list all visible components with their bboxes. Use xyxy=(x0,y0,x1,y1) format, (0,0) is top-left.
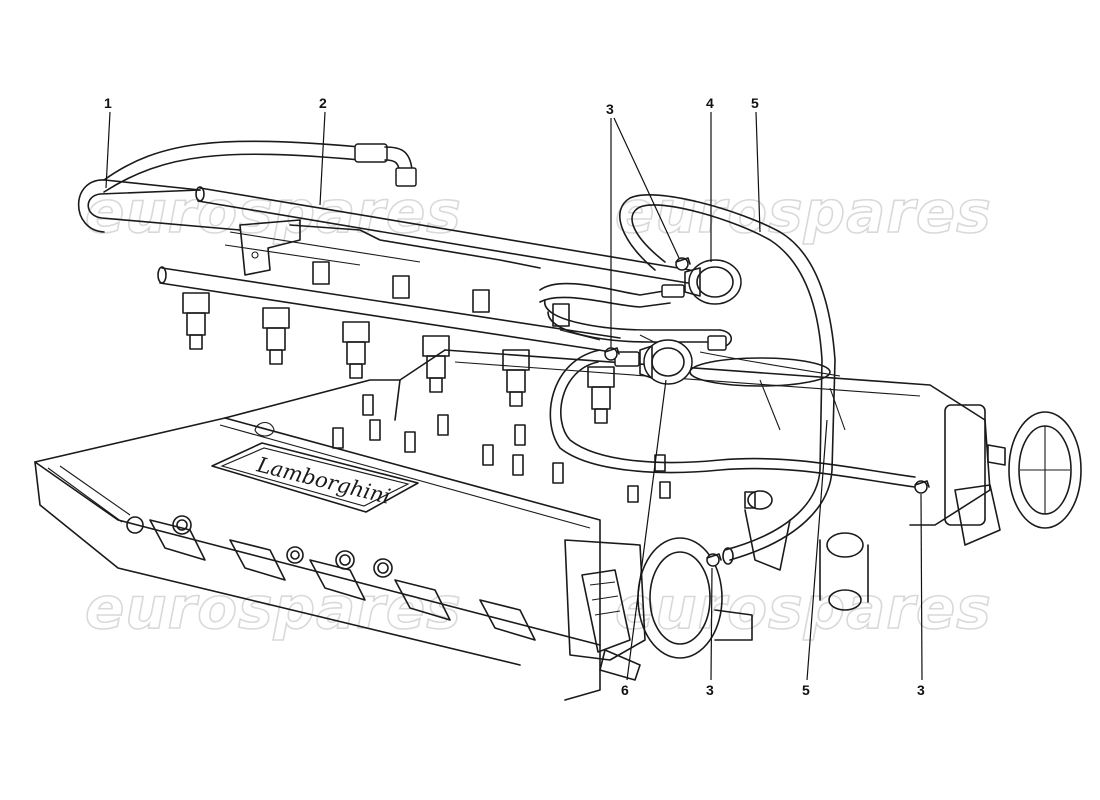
regulator-4 xyxy=(661,259,742,305)
injector xyxy=(502,349,530,407)
injector xyxy=(342,321,370,379)
fuel-rails xyxy=(157,186,691,354)
callout-4: 4 xyxy=(706,95,714,111)
injector xyxy=(587,366,615,424)
watermark: eurospares xyxy=(85,574,462,642)
watermark: eurospares xyxy=(615,574,992,642)
hose-clamp xyxy=(675,257,691,271)
pressure-regulators xyxy=(614,259,742,385)
callout-3: 3 xyxy=(606,101,614,117)
hose-clamp xyxy=(914,480,930,494)
lamborghini-logo: Lamborghini xyxy=(254,452,393,509)
callout-leaders xyxy=(105,111,923,681)
regulator-6 xyxy=(614,335,727,385)
fuel-hoses xyxy=(77,140,916,565)
callout-6: 6 xyxy=(621,682,629,698)
injector xyxy=(182,292,210,350)
watermark: eurospares xyxy=(615,178,992,246)
front-intake-manifold: Lamborghini xyxy=(34,379,753,701)
watermarks: eurospares eurospares eurospares eurospa… xyxy=(84,177,992,643)
callout-1: 1 xyxy=(104,95,112,111)
callout-3: 3 xyxy=(706,682,714,698)
callouts: 1 2 3 4 5 3 6 3 5 xyxy=(104,95,925,698)
injector xyxy=(422,335,450,393)
injector xyxy=(262,307,290,365)
callout-2: 2 xyxy=(319,95,327,111)
callout-3: 3 xyxy=(917,682,925,698)
callout-5: 5 xyxy=(802,682,810,698)
hose-clamps xyxy=(604,257,930,567)
callout-5: 5 xyxy=(751,95,759,111)
injectors xyxy=(182,261,615,424)
rear-intake-manifold xyxy=(394,329,1082,611)
hose-clamp xyxy=(706,553,722,567)
